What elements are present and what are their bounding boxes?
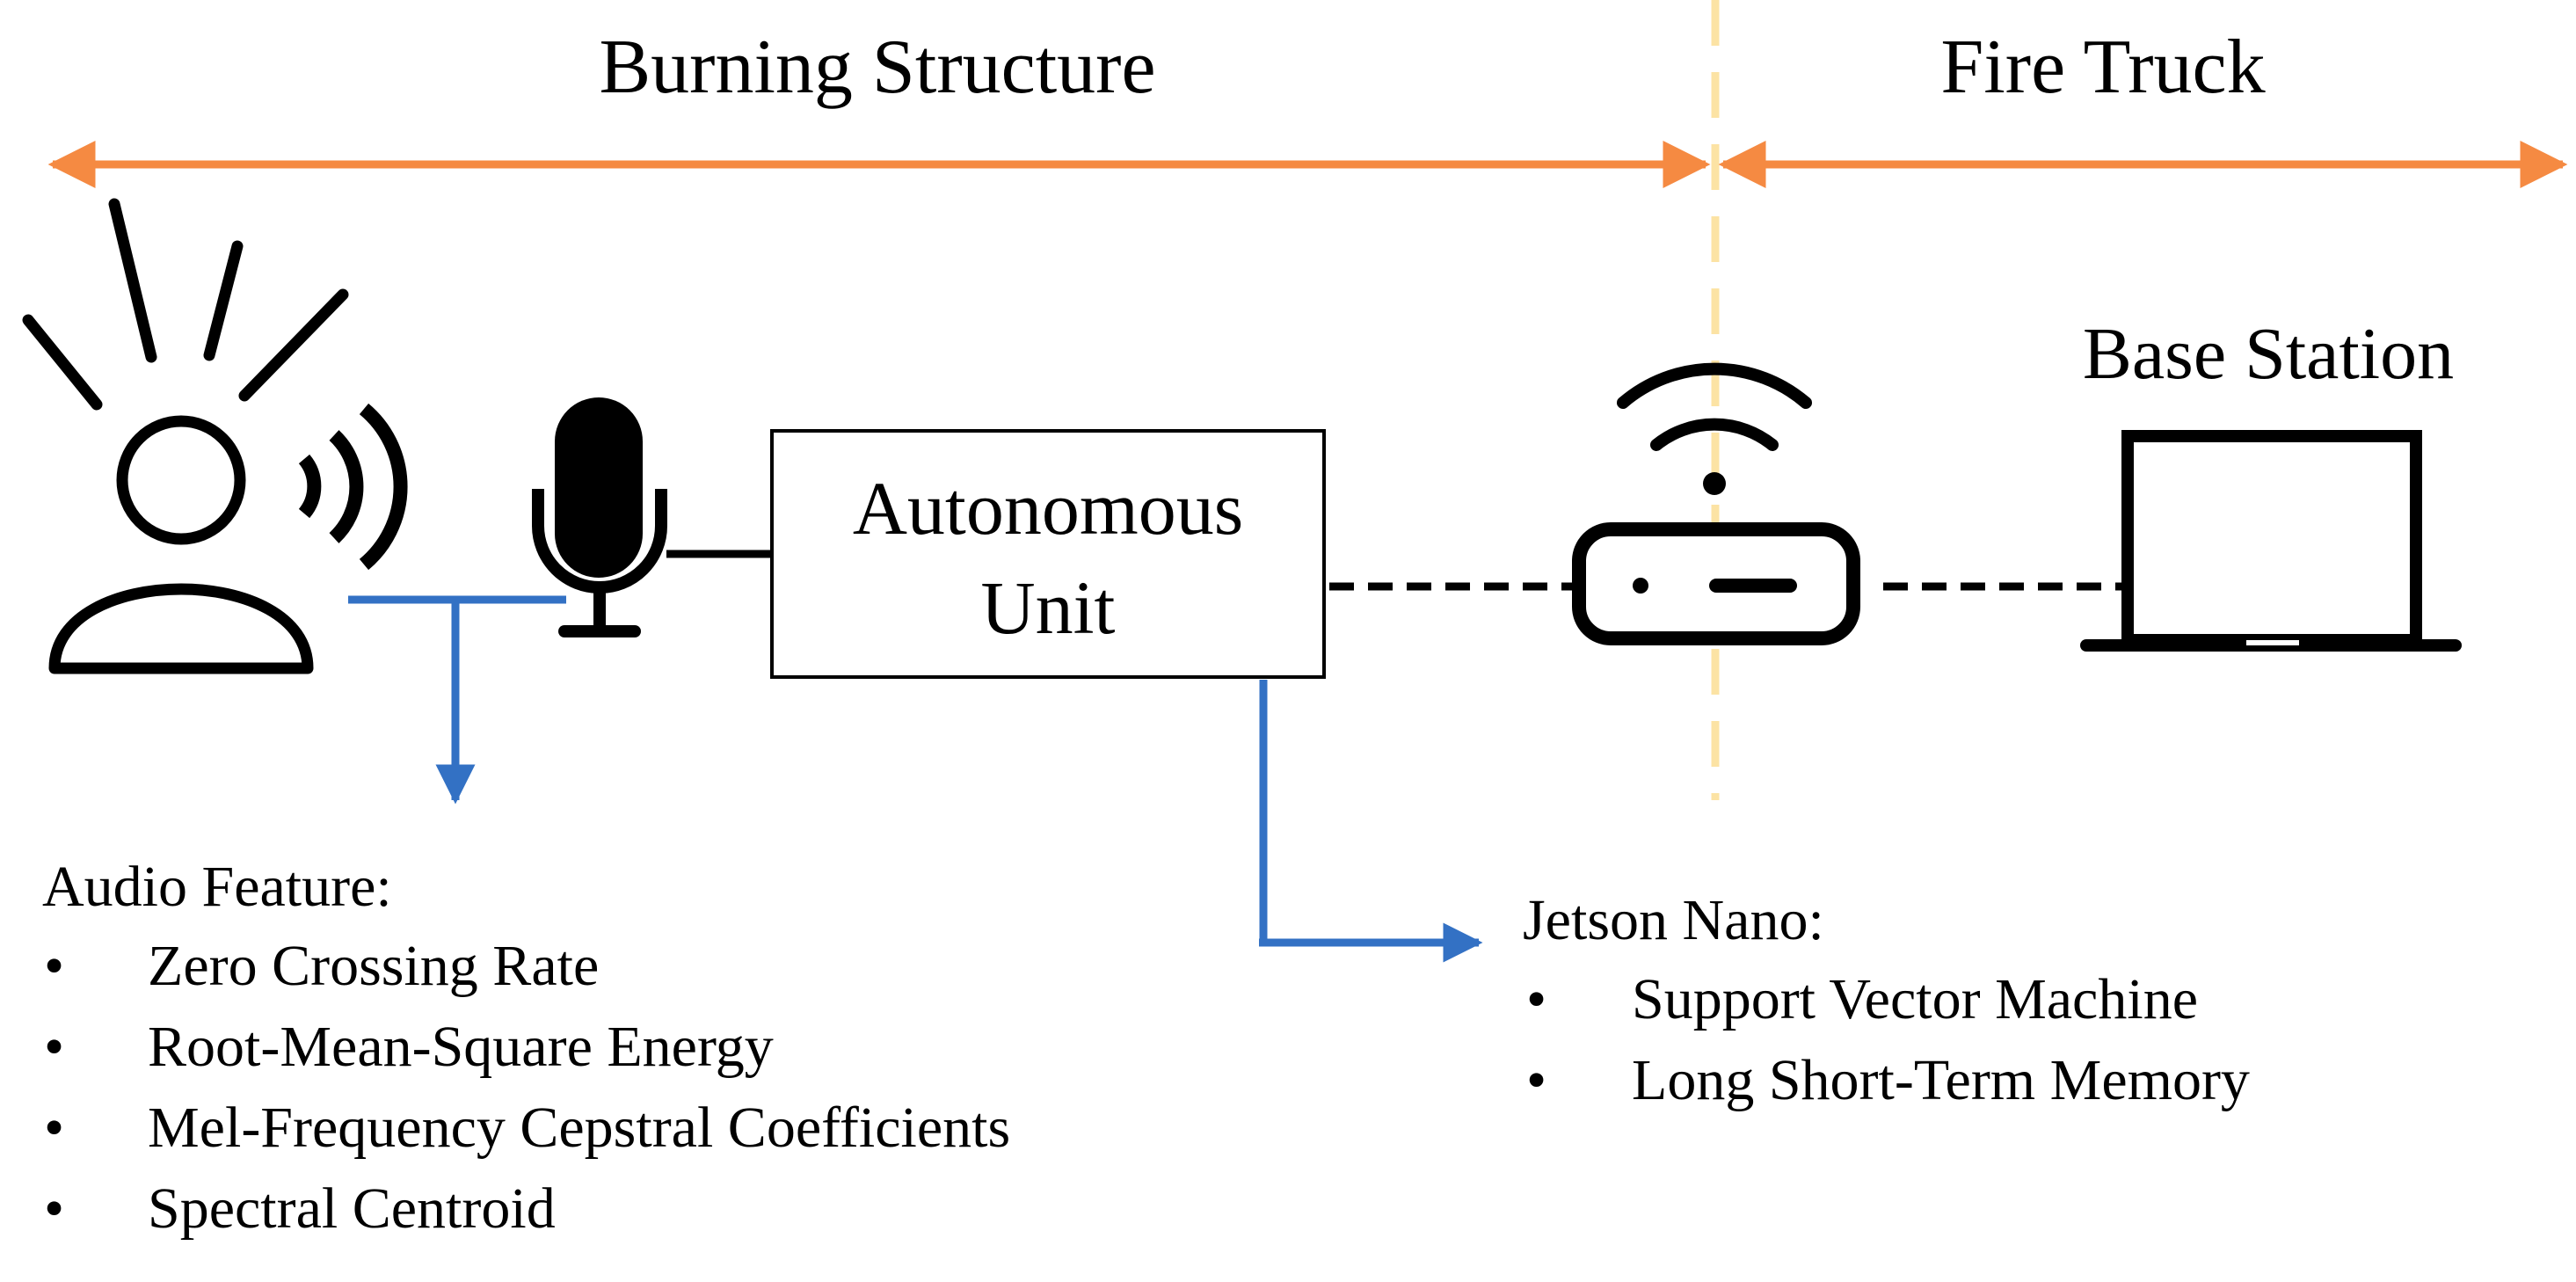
person-shouting-icon: [22, 198, 349, 674]
jetson-nano-bullet: •: [1526, 1048, 1546, 1112]
autonomous-unit-label-line1: Autonomous: [853, 466, 1243, 550]
audio-feature-title: Audio Feature:: [42, 855, 392, 919]
jetson-nano-item: Long Short-Term Memory: [1632, 1048, 2250, 1112]
jetson-nano-bullet: •: [1526, 967, 1546, 1031]
autonomous-unit-label-line2: Unit: [981, 565, 1116, 650]
audio-feature-bullet: •: [44, 1096, 64, 1160]
zone-title-fire-truck: Fire Truck: [1940, 25, 2265, 110]
audio-feature-item: Spectral Centroid: [148, 1176, 556, 1241]
laptop-icon: [2080, 430, 2462, 652]
audio-feature-bullet: •: [44, 934, 64, 998]
jetson-nano-item: Support Vector Machine: [1632, 967, 2198, 1031]
jetson-nano-list: Jetson Nano: • Support Vector Machine • …: [1523, 888, 2250, 1112]
audio-feature-item: Mel-Frequency Cepstral Coefficients: [148, 1096, 1010, 1160]
audio-feature-bullet: •: [44, 1015, 64, 1079]
jetson-nano-arrow: [1259, 680, 1483, 963]
jetson-nano-title: Jetson Nano:: [1523, 888, 1824, 952]
audio-feature-item: Zero Crossing Rate: [148, 934, 599, 998]
microphone-icon: [532, 397, 667, 637]
audio-feature-list: Audio Feature: • Zero Crossing Rate • Ro…: [42, 855, 1010, 1241]
base-station-label: Base Station: [2083, 313, 2454, 395]
audio-feature-bullet: •: [44, 1176, 64, 1241]
zone-title-burning-structure: Burning Structure: [599, 25, 1155, 110]
wifi-router-icon: [1572, 362, 1860, 645]
sound-waves-icon: [298, 403, 408, 571]
audio-feature-item: Root-Mean-Square Energy: [148, 1015, 774, 1079]
audio-feature-arrow: [348, 595, 566, 805]
autonomous-unit-box: Autonomous Unit: [770, 429, 1326, 679]
